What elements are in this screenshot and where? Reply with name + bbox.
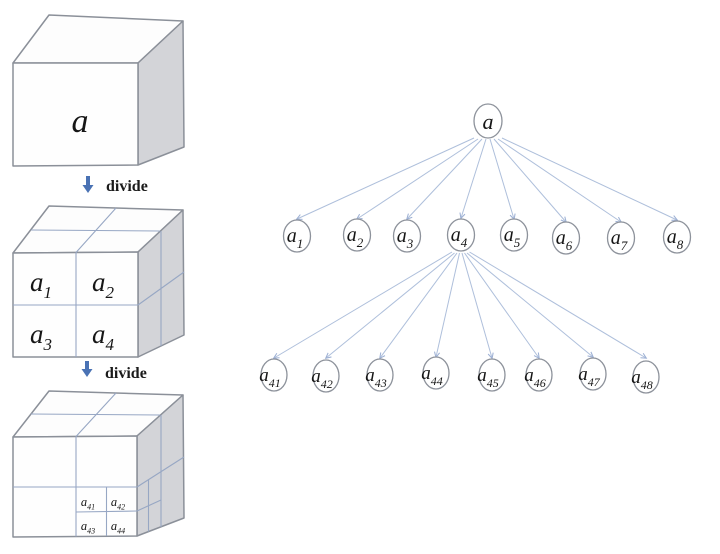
- tree-node-label: a48: [631, 367, 653, 392]
- tree-edge: [297, 137, 475, 219]
- tree-edge: [464, 252, 540, 358]
- cell-label: a4: [92, 319, 115, 354]
- tree-node: a7: [606, 221, 636, 255]
- tree-node-label: a1: [287, 225, 304, 251]
- tree-node-ellipse: [478, 358, 506, 392]
- tree-edge: [501, 137, 677, 220]
- tree-node-ellipse: [606, 221, 636, 255]
- tree-node-ellipse: [662, 220, 692, 254]
- cell-label: a43: [81, 519, 95, 536]
- tree-edge: [436, 252, 460, 357]
- tree-edge: [461, 138, 487, 218]
- tree-node-ellipse: [366, 358, 394, 392]
- tree-node-label: a46: [524, 365, 546, 390]
- tree-edges-level1: [297, 137, 677, 222]
- subdivision-line: [75, 510, 138, 513]
- tree-edge: [380, 252, 458, 358]
- tree-node: a1: [282, 219, 312, 253]
- tree-node: a46: [524, 358, 553, 392]
- tree-node: a4: [446, 218, 476, 252]
- cube-subdivided: a41 a42 a43 a44: [12, 390, 185, 538]
- tree-edge: [274, 251, 453, 358]
- division-line: [30, 229, 161, 232]
- tree-node-label: a7: [611, 227, 628, 253]
- tree-node-ellipse: [446, 218, 476, 252]
- cube-whole: a: [12, 14, 185, 167]
- tree-node-label: a2: [347, 224, 364, 250]
- tree-edge: [466, 252, 593, 357]
- divide-label-2: divide: [105, 365, 147, 382]
- down-arrow-icon: [82, 185, 94, 193]
- tree-node: a43: [365, 358, 394, 392]
- tree-node: a48: [631, 360, 660, 394]
- tree-node-label: a41: [259, 365, 281, 390]
- tree-node-ellipse: [392, 219, 422, 253]
- tree-node-label: a47: [578, 364, 601, 389]
- tree-node-ellipse: [312, 359, 340, 393]
- tree-node-ellipse: [422, 356, 450, 390]
- tree-edge: [357, 138, 479, 219]
- tree-node-label: a5: [504, 224, 521, 250]
- cell-label: a41: [81, 495, 95, 512]
- cube-whole-label: a: [72, 103, 89, 140]
- tree-node-label: a43: [365, 365, 387, 390]
- division-line: [30, 413, 161, 416]
- tree-node-root: a: [473, 103, 503, 139]
- tree-edge: [469, 251, 647, 358]
- cube-divided: a1 a2 a3 a4: [12, 205, 185, 358]
- tree-node: a41: [259, 358, 288, 392]
- tree-node: a8: [662, 220, 692, 254]
- cell-label: a42: [111, 495, 125, 512]
- tree-edge: [497, 138, 621, 222]
- tree-edge: [326, 252, 455, 358]
- divide-label-1: divide: [106, 178, 148, 195]
- cell-label: a3: [30, 319, 52, 354]
- tree-node-ellipse: [632, 360, 660, 394]
- tree-edge: [461, 252, 492, 358]
- tree-node-ellipse: [260, 358, 288, 392]
- cube-whole-front-face: [12, 62, 139, 167]
- division-line: [136, 456, 185, 488]
- tree-node-ellipse: [551, 221, 581, 255]
- tree-node-label: a: [483, 109, 494, 134]
- tree-node-ellipse: [499, 218, 529, 252]
- tree-node: a6: [551, 221, 581, 255]
- tree-node: a3: [392, 219, 422, 253]
- tree-node: a47: [578, 357, 607, 391]
- cell-label: a44: [111, 519, 125, 536]
- tree-node-ellipse: [525, 358, 553, 392]
- tree-node-label: a3: [397, 225, 414, 251]
- tree-node-label: a44: [421, 363, 443, 388]
- division-line: [137, 271, 185, 306]
- cell-label: a1: [30, 267, 52, 302]
- tree-node: a45: [477, 358, 506, 392]
- tree-edge: [493, 138, 566, 222]
- tree-node-label: a45: [477, 365, 499, 390]
- tree: a a1 a2 a3 a4 a5: [259, 103, 692, 394]
- tree-node-ellipse: [342, 218, 372, 252]
- tree-node-label: a4: [451, 224, 468, 250]
- tree-node: a42: [311, 359, 340, 393]
- cell-label: a2: [92, 267, 115, 302]
- tree-node-label: a42: [311, 366, 333, 391]
- tree-node: a44: [421, 356, 450, 390]
- tree-node-ellipse: [579, 357, 607, 391]
- tree-edge: [407, 138, 483, 219]
- tree-node-ellipse: [282, 219, 312, 253]
- tree-edges-level2: [274, 251, 647, 358]
- divide-step-1: divide: [82, 176, 148, 195]
- tree-node-ellipse: [473, 103, 503, 139]
- tree-level1: a1 a2 a3 a4 a5 a6: [282, 218, 692, 255]
- tree-node-label: a6: [556, 227, 573, 253]
- subdivision-line: [136, 499, 162, 512]
- tree-edge: [489, 138, 514, 219]
- divide-step-2: divide: [81, 361, 147, 382]
- tree-node: a2: [342, 218, 372, 252]
- tree-node: a5: [499, 218, 529, 252]
- tree-node-label: a8: [667, 226, 684, 252]
- tree-level2: a41 a42 a43 a44 a45 a46: [259, 356, 660, 394]
- down-arrow-icon: [81, 369, 93, 377]
